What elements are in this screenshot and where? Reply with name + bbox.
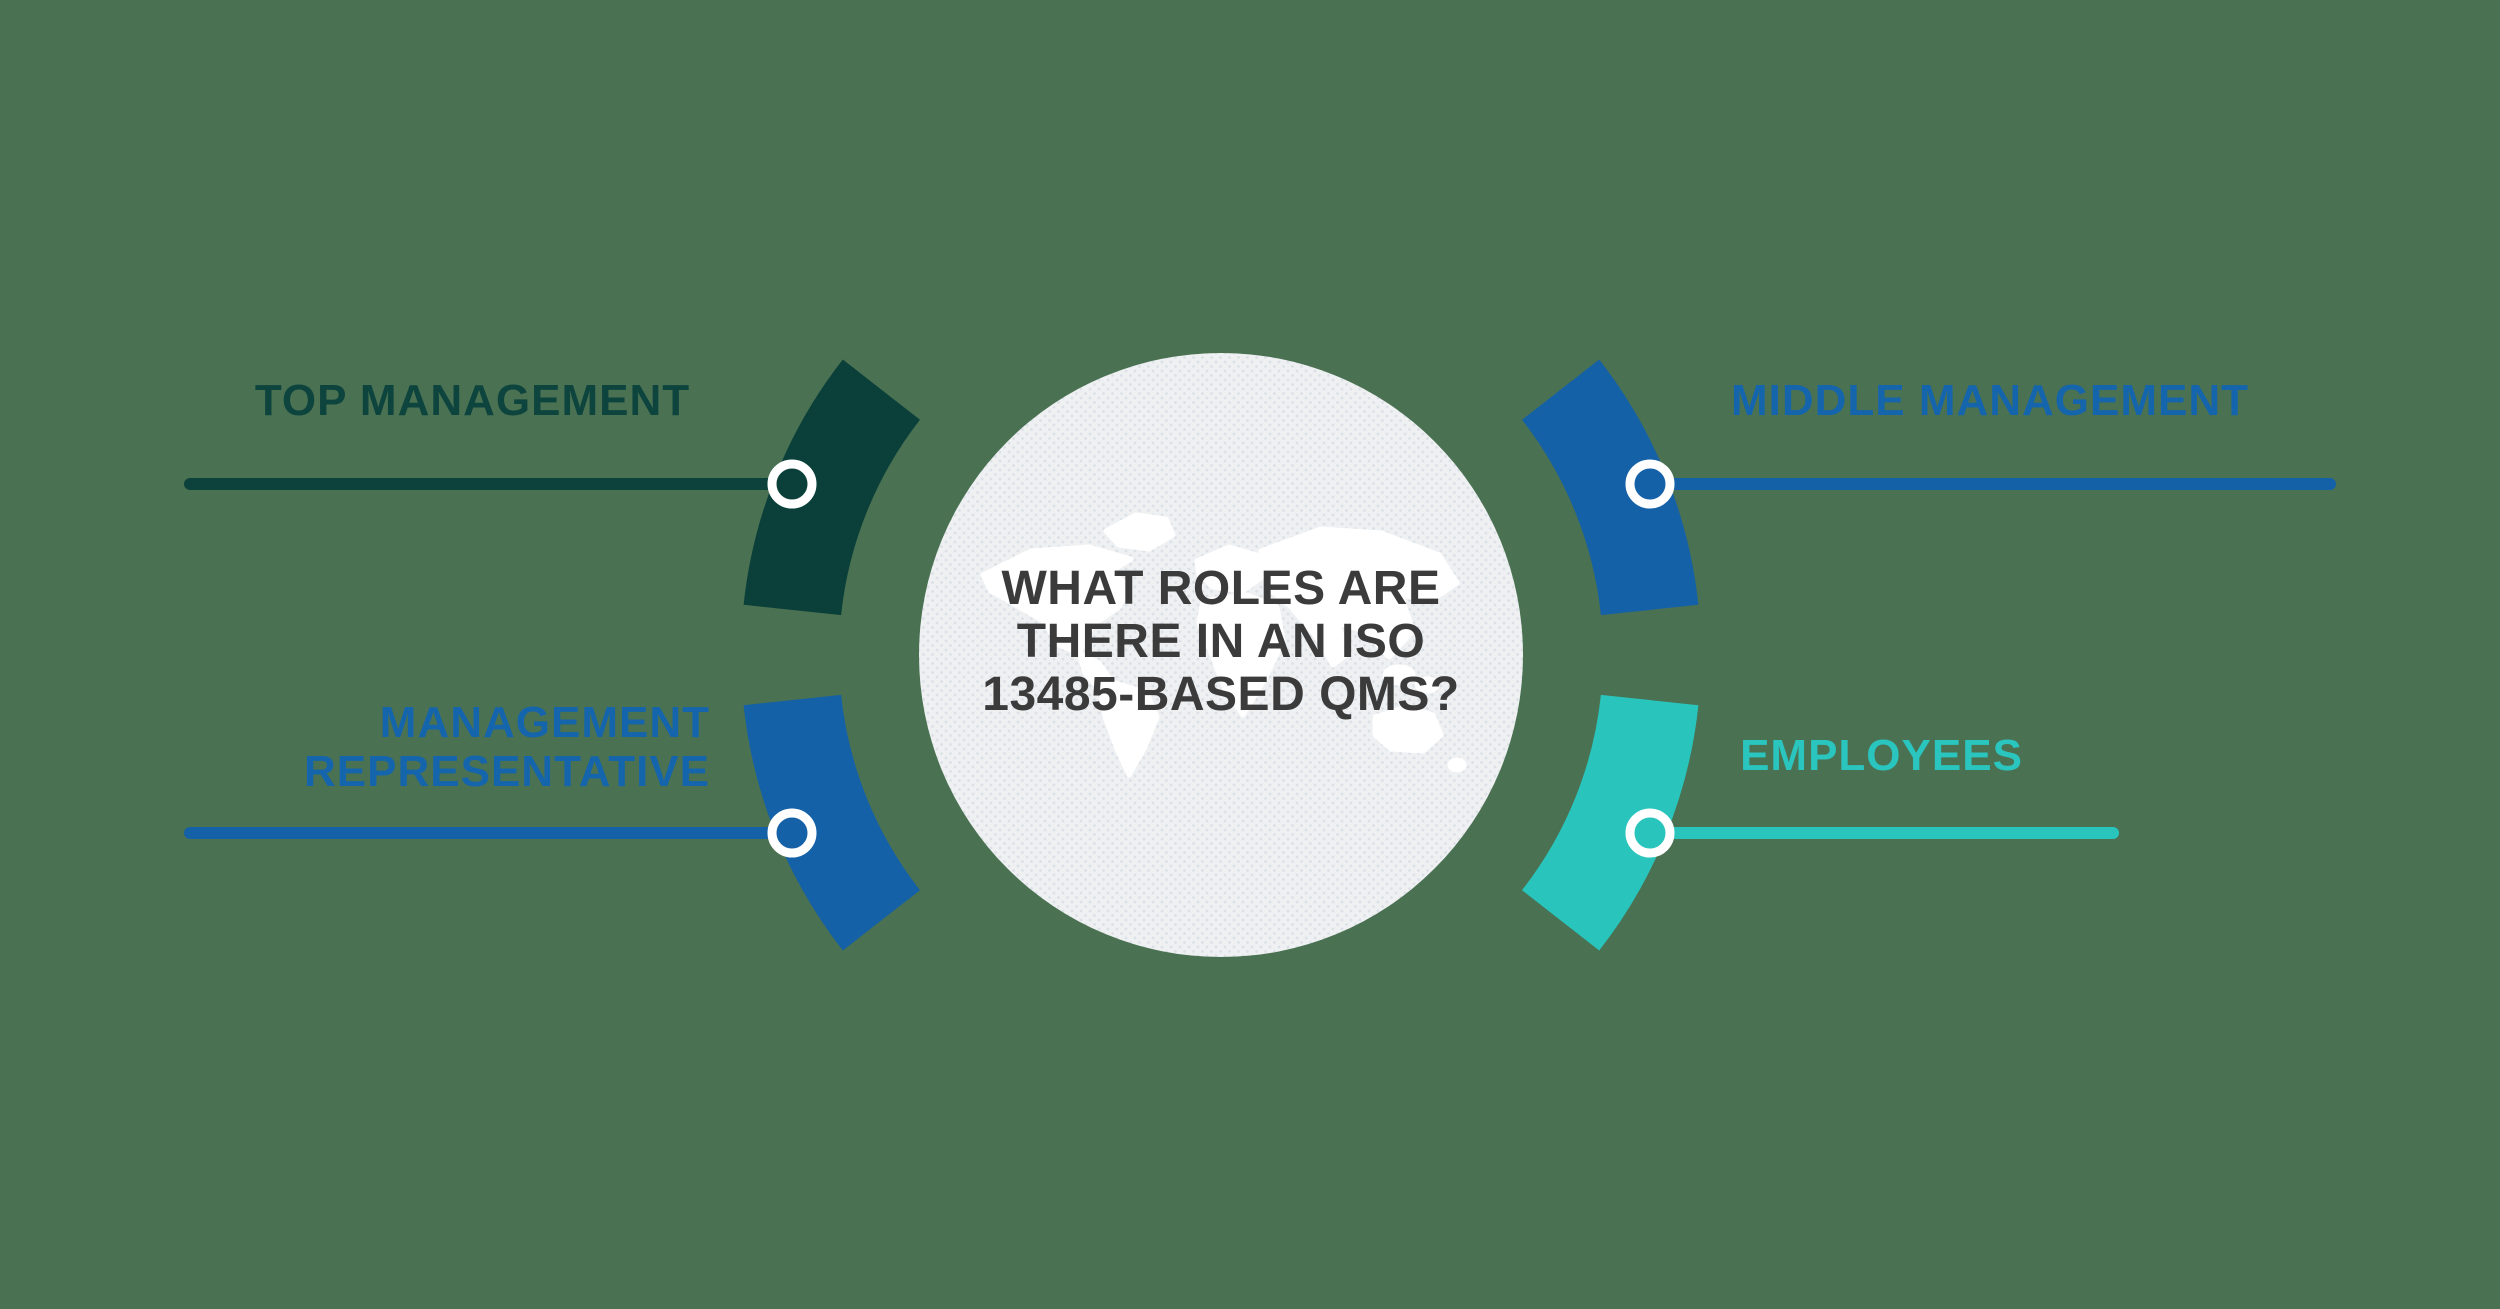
label-employees: EMPLOYEES [1740,731,2023,780]
ring-marker-employees [1625,808,1675,858]
center-circle: WHAT ROLES ARE THERE IN AN ISO 13485-BAS… [919,353,1523,957]
label-middle-management: MIDDLE MANAGEMENT [1730,376,2250,425]
central-question-title: WHAT ROLES ARE THERE IN AN ISO 13485-BAS… [982,562,1459,721]
question-line-1: WHAT ROLES ARE [1001,561,1441,615]
arc-management-representative [743,694,920,951]
label-management-representative-line-1: MANAGEMENT [379,698,710,747]
world-map-continents [980,512,1467,778]
world-map-illustration [980,512,1467,778]
question-line-2: THERE IN AN ISO [1016,614,1426,668]
ring-marker-top-management [767,459,817,509]
label-top-management: TOP MANAGEMENT [254,376,691,425]
label-management-representative: MANAGEMENT REPRESENTATIVE [190,698,710,796]
arc-top-management [743,359,920,616]
label-management-representative-line-2: REPRESENTATIVE [304,747,710,796]
ring-marker-middle-management [1625,459,1675,509]
ring-marker-management-representative [767,808,817,858]
question-line-3: 13485-BASED QMS? [982,667,1460,721]
